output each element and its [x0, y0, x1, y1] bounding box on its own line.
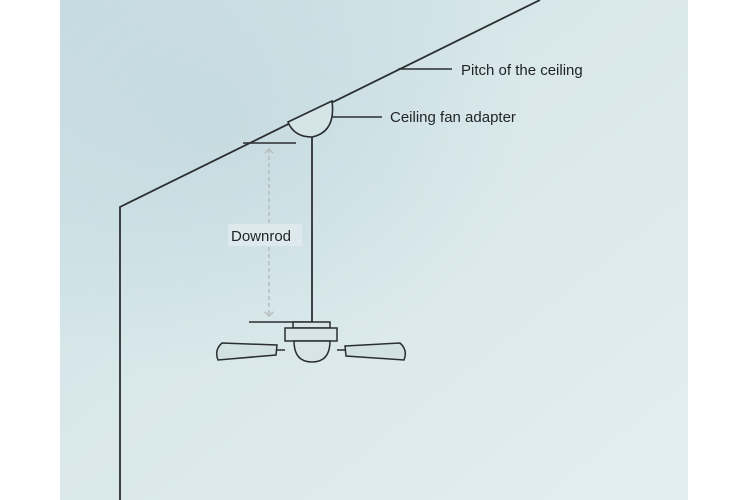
downrod-label-bg	[228, 224, 302, 246]
downrod-label: Downrod	[231, 228, 291, 245]
fan-blade-right	[337, 342, 407, 361]
fan-blade-left	[215, 342, 285, 361]
pitch-label: Pitch of the ceiling	[461, 62, 583, 79]
adapter-label: Ceiling fan adapter	[390, 109, 516, 126]
wall-texture	[60, 0, 688, 500]
ceiling-fan-adapter	[286, 99, 334, 138]
fan-motor-housing	[284, 321, 338, 363]
